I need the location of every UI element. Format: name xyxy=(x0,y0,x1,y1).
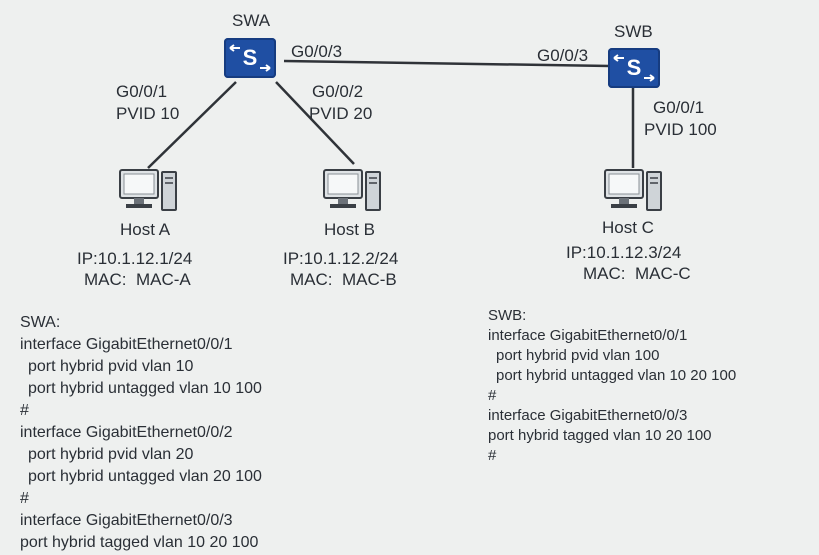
switch-glyph: S xyxy=(242,45,258,70)
config-line: SWB: xyxy=(488,307,527,324)
host-a-name: Host A xyxy=(120,220,171,239)
computer-icon xyxy=(119,169,177,211)
switch-icon xyxy=(229,44,271,72)
link-layer xyxy=(147,59,635,169)
host-a-ip: IP:10.1.12.1/24 xyxy=(77,249,193,268)
config-line: # xyxy=(488,387,497,404)
config-line: interface GigabitEthernet0/0/1 xyxy=(488,327,688,344)
config-line: port hybrid untagged vlan 20 100 xyxy=(28,468,262,485)
link-swa-swb xyxy=(283,59,611,68)
host-c-ip: IP:10.1.12.3/24 xyxy=(566,243,682,262)
config-line: interface GigabitEthernet0/0/1 xyxy=(20,336,233,353)
swb-g001-pvid: PVID 100 xyxy=(644,120,717,139)
config-line: interface GigabitEthernet0/0/2 xyxy=(20,424,233,441)
swa-g001-pvid: PVID 10 xyxy=(116,104,180,123)
swa-g003-port: G0/0/3 xyxy=(291,42,343,61)
config-line: # xyxy=(20,490,29,507)
swa-switch: S xyxy=(224,38,276,78)
host-b-name: Host B xyxy=(324,220,376,239)
config-line: port hybrid pvid vlan 20 xyxy=(28,446,194,463)
swb-switch: S xyxy=(608,48,660,88)
host-c-mac: MAC: MAC-C xyxy=(583,264,691,283)
computer-icon xyxy=(323,169,381,211)
link-swa-host-a xyxy=(147,81,237,169)
config-line: port hybrid pvid vlan 10 xyxy=(28,358,194,375)
config-line: port hybrid tagged vlan 10 20 100 xyxy=(488,427,712,444)
computer-icon xyxy=(604,169,662,211)
switch-icon xyxy=(613,54,655,82)
host-b-mac: MAC: MAC-B xyxy=(290,270,397,289)
swa-name: SWA xyxy=(232,11,271,30)
swb-name: SWB xyxy=(614,22,653,41)
config-line: # xyxy=(488,447,497,464)
config-line: port hybrid untagged vlan 10 20 100 xyxy=(496,367,737,384)
config-line: interface GigabitEthernet0/0/3 xyxy=(20,512,233,529)
config-line: # xyxy=(20,402,29,419)
config-line: port hybrid untagged vlan 10 100 xyxy=(28,380,262,397)
host-c-name: Host C xyxy=(602,218,654,237)
link-swa-host-b xyxy=(275,81,355,165)
swb-g001-port: G0/0/1 xyxy=(653,98,705,117)
config-line: port hybrid pvid vlan 100 xyxy=(496,347,660,364)
switch-glyph: S xyxy=(626,55,642,80)
swa-g002-port: G0/0/2 xyxy=(312,82,364,101)
config-line: interface GigabitEthernet0/0/3 xyxy=(488,407,688,424)
swa-config: SWA: interface GigabitEthernet0/0/1 port… xyxy=(20,312,262,554)
host-b-ip: IP:10.1.12.2/24 xyxy=(283,249,399,268)
config-line: port hybrid tagged vlan 10 20 100 xyxy=(20,534,259,551)
swa-g002-pvid: PVID 20 xyxy=(309,104,373,123)
host-a-mac: MAC: MAC-A xyxy=(84,270,191,289)
swb-config: SWB: interface GigabitEthernet0/0/1 port… xyxy=(488,306,736,466)
swa-g001-port: G0/0/1 xyxy=(116,82,168,101)
config-line: SWA: xyxy=(20,314,61,331)
swb-g003-port: G0/0/3 xyxy=(537,46,589,65)
